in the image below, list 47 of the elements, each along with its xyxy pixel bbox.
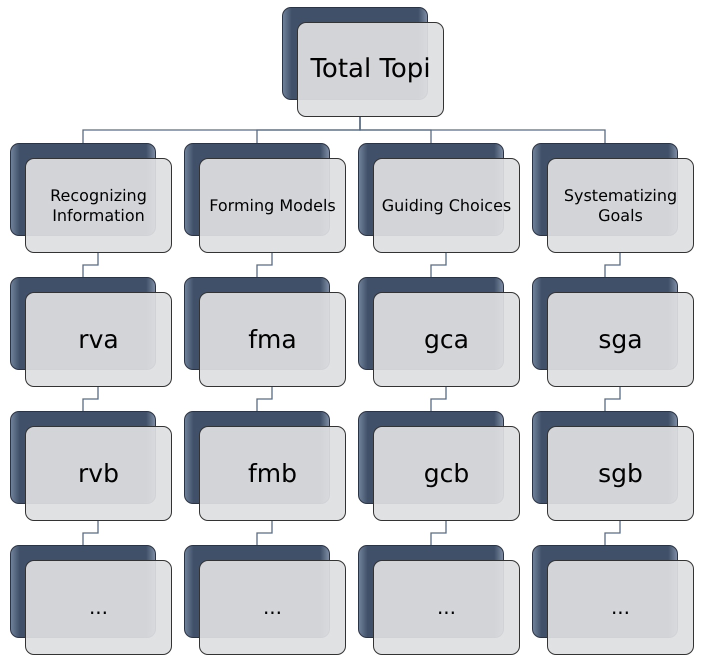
stacked-box [10,277,172,387]
connector-line [256,253,273,277]
stacked-box [184,411,346,521]
box-label: ... [436,595,456,620]
stacked-box [532,277,694,387]
stacked-box [282,7,444,117]
connector-line [430,521,447,545]
box-label: Recognizing Information [49,186,148,226]
connector-line [430,387,447,411]
connector-line [256,387,273,411]
connector-line [604,521,621,545]
box-label: gcb [424,458,470,490]
stacked-box [532,143,694,253]
stacked-box [184,143,346,253]
stacked-box [10,545,172,655]
box-label: Forming Models [209,196,336,216]
connector-line [82,387,99,411]
stacked-box [358,411,520,521]
box-label: sgb [598,458,643,490]
stacked-box [10,411,172,521]
box-label: ... [262,595,282,620]
connector-line [430,253,447,277]
box-label: sga [598,324,643,356]
stacked-box [184,277,346,387]
stacked-box [358,277,520,387]
stacked-box [532,545,694,655]
box-label: ... [610,595,630,620]
stacked-box [10,143,172,253]
box-label: ... [88,595,108,620]
box-label: fma [248,324,297,356]
connector-line [82,521,99,545]
box-label: fmb [248,458,298,490]
box-label: rva [78,324,119,356]
stacked-box [184,545,346,655]
box-label: Systematizing Goals [562,186,678,226]
connector-line [604,387,621,411]
connector-line [359,117,606,143]
connector-line [82,253,99,277]
stacked-box [358,545,520,655]
stacked-box [532,411,694,521]
box-label: gca [424,324,469,356]
stacked-box [358,143,520,253]
box-label: rvb [78,458,119,490]
connector-line [256,521,273,545]
box-label: Total Topi [310,53,431,86]
box-label: Guiding Choices [382,196,512,216]
connector-line [604,253,621,277]
